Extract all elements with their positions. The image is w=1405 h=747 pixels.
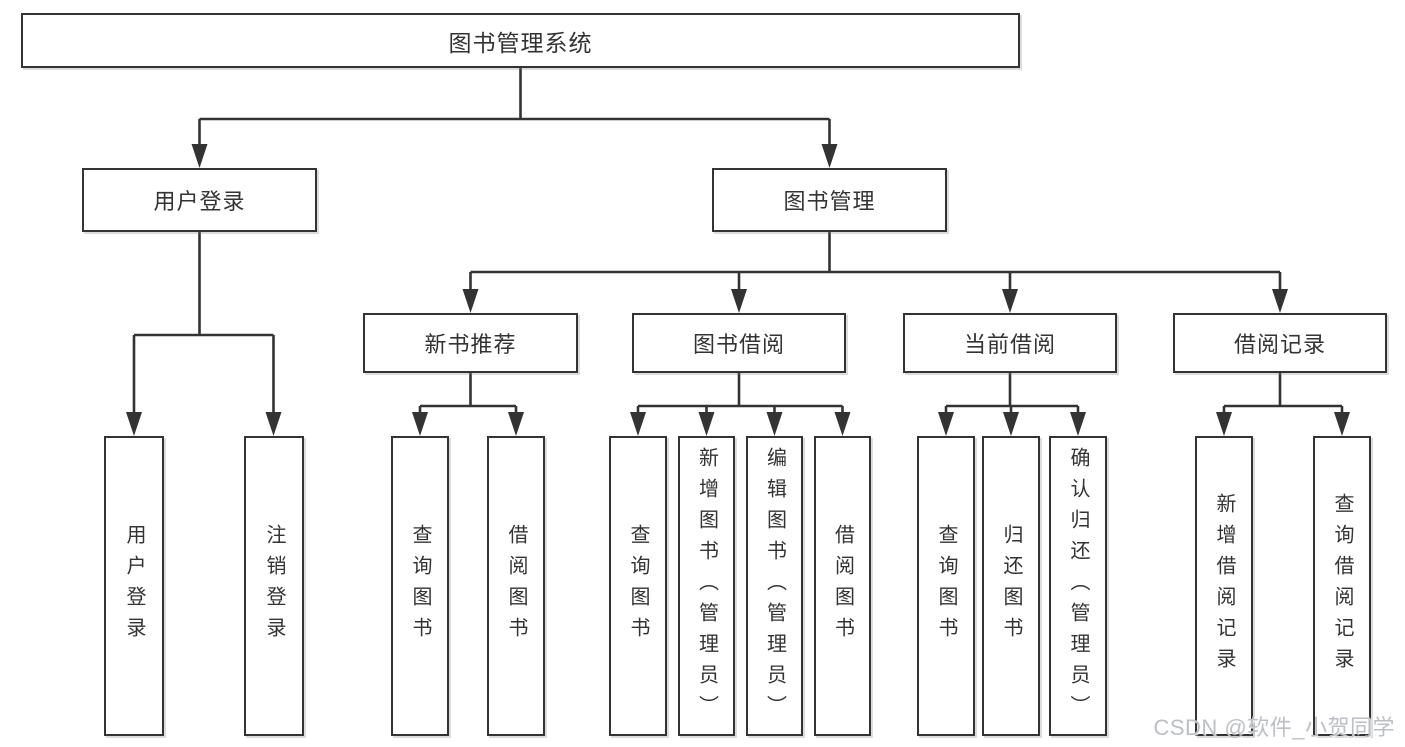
arrowhead (698, 412, 715, 436)
connector-root (198, 68, 831, 146)
leaf-query-borrow-record: 查询借阅记录 (1313, 436, 1371, 736)
leaf-return-books: 归还图书 (982, 436, 1040, 736)
arrowhead (508, 412, 524, 436)
node-current-borrowing: 当前借阅 (903, 313, 1117, 373)
node-label: 编辑图书（管理员） (763, 446, 786, 726)
node-borrow-records: 借阅记录 (1173, 313, 1387, 373)
connector-new-books (418, 373, 518, 414)
connector-user-login (132, 232, 275, 414)
arrowhead (1216, 412, 1232, 436)
leaf-add-borrow-record: 新增借阅记录 (1195, 436, 1253, 736)
arrowhead (265, 412, 282, 436)
node-user-login-group: 用户登录 (82, 168, 317, 232)
arrowhead (1070, 412, 1086, 436)
node-label: 新书推荐 (424, 332, 517, 357)
arrowhead (834, 412, 851, 436)
node-label: 借阅图书 (831, 524, 854, 648)
connector-current (944, 373, 1080, 414)
node-book-management: 图书管理 (712, 168, 947, 232)
watermark-text: CSDN @软件_小贺同学 (1153, 715, 1395, 740)
node-new-book-recommend: 新书推荐 (363, 313, 578, 373)
node-label: 用户登录 (123, 524, 145, 648)
node-label: 归还图书 (1000, 524, 1022, 648)
arrowhead (191, 144, 208, 168)
leaf-borrow-books: 借阅图书 (814, 436, 871, 736)
connector-borrowing (636, 373, 844, 414)
connector-records (1222, 373, 1344, 414)
node-label: 查询图书 (409, 524, 431, 648)
leaf-borrow-books-recommend: 借阅图书 (487, 436, 545, 736)
leaf-query-books-borrowing: 查询图书 (609, 436, 667, 736)
leaf-user-login: 用户登录 (104, 436, 164, 736)
arrowhead (1002, 289, 1018, 313)
leaf-add-books-admin: 新增图书（管理员） (678, 436, 735, 736)
node-label: 确认归还（管理员） (1067, 446, 1089, 726)
node-label: 查询图书 (935, 524, 957, 648)
leaf-logout: 注销登录 (244, 436, 304, 736)
leaf-confirm-return-admin: 确认归还（管理员） (1049, 436, 1107, 736)
node-label: 用户登录 (153, 189, 246, 214)
node-label: 借阅图书 (505, 524, 527, 648)
node-label: 新增借阅记录 (1213, 493, 1235, 679)
arrowhead (731, 289, 747, 313)
connector-book-mgmt (469, 232, 1282, 291)
node-label: 新增图书（管理员） (695, 446, 718, 726)
arrowhead (462, 289, 479, 313)
arrowhead (821, 144, 838, 168)
node-label: 查询图书 (627, 524, 649, 648)
node-label: 查询借阅记录 (1331, 493, 1353, 679)
arrowhead (938, 412, 954, 436)
arrowhead (1272, 289, 1288, 313)
node-label: 注销登录 (263, 524, 285, 648)
node-label: 图书借阅 (692, 332, 785, 357)
leaf-query-books-recommend: 查询图书 (391, 436, 449, 736)
node-label: 图书管理 (783, 189, 876, 214)
leaf-edit-books-admin: 编辑图书（管理员） (746, 436, 803, 736)
arrowhead (766, 412, 783, 436)
node-label: 当前借阅 (963, 332, 1056, 357)
node-label: 图书管理系统 (448, 29, 593, 56)
node-system-root: 图书管理系统 (21, 13, 1020, 68)
arrowhead (1003, 412, 1019, 436)
arrowhead (412, 412, 428, 436)
arrowhead (630, 412, 646, 436)
node-book-borrowing: 图书借阅 (632, 313, 846, 373)
arrowhead (126, 412, 142, 436)
node-label: 借阅记录 (1233, 332, 1326, 357)
leaf-query-books-current: 查询图书 (917, 436, 975, 736)
arrowhead (1334, 412, 1350, 436)
